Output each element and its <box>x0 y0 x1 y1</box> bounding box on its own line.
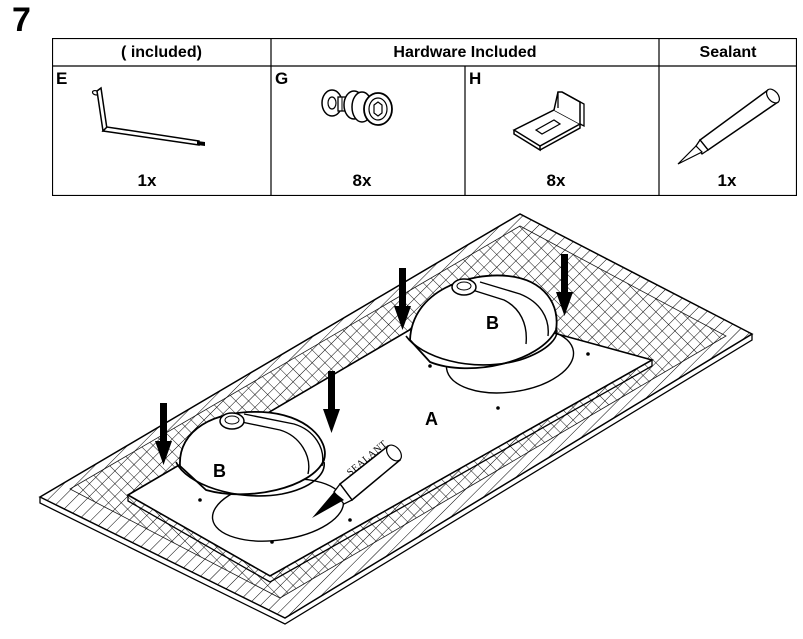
header-hardware: Hardware Included <box>393 44 537 61</box>
parts-table: ( included) Hardware Included Sealant E … <box>52 38 797 196</box>
sealant-tube-icon <box>677 88 781 165</box>
step-number: 7 <box>12 1 31 39</box>
header-sealant: Sealant <box>699 44 757 61</box>
bolt-washer-icon <box>321 89 393 126</box>
arrow-icon <box>155 254 573 465</box>
hex-key-icon <box>91 86 205 146</box>
item-qty-sealant: 1x <box>717 171 737 190</box>
sealant-tube-scene <box>312 444 402 518</box>
item-letter-h: H <box>469 69 482 88</box>
header-included: ( included) <box>121 44 202 61</box>
installation-diagram: A B B SEALANT <box>0 200 803 634</box>
item-letter-g: G <box>275 69 289 88</box>
basin-right <box>409 274 558 370</box>
item-qty-e: 1x <box>137 171 157 190</box>
basin-left <box>179 411 326 496</box>
item-qty-h: 8x <box>546 171 566 190</box>
item-qty-g: 8x <box>352 171 372 190</box>
basin-label-left: B <box>213 461 226 481</box>
countertop-illustration <box>38 213 754 625</box>
panel-label-a: A <box>425 409 438 429</box>
item-letter-e: E <box>56 69 68 88</box>
parts-table-grid <box>52 38 797 196</box>
mounting-bracket-icon <box>512 91 585 152</box>
basin-label-right: B <box>486 313 499 333</box>
